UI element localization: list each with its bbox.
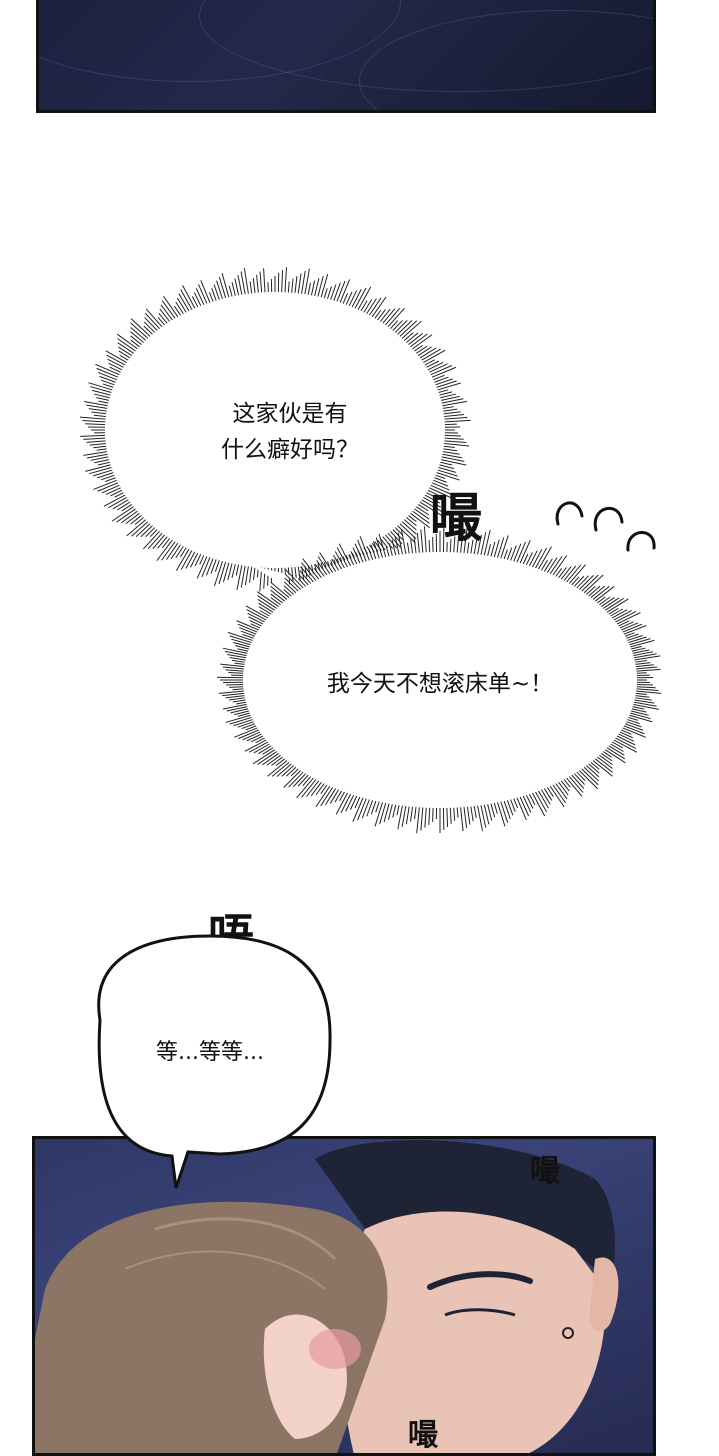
bubble-spike	[447, 808, 448, 827]
bubble-spike	[402, 321, 421, 338]
bubble-spike	[637, 673, 647, 674]
bubble-spike	[445, 435, 461, 436]
bubble-spike	[637, 684, 653, 685]
swirl-lines-icon	[548, 490, 668, 570]
top-comic-panel	[36, 0, 656, 113]
thought-bubble-1-text: 这家伙是有 什么癖好吗？	[180, 396, 400, 468]
bubble-spike	[595, 586, 614, 601]
thought-bubble-2-text: 我今天不想滚床单~！	[290, 666, 590, 702]
sfx-kiss-2: 嘬	[530, 1146, 560, 1190]
bubble-spike	[131, 319, 150, 337]
thought-line-2: 什么癖好吗？	[180, 432, 400, 468]
speech-bubble-text: 等...等等...	[100, 1034, 320, 1066]
sfx-kiss-1: 嘬	[430, 476, 482, 551]
thought-line-1: 这家伙是有	[180, 396, 400, 432]
bubble-spike	[127, 520, 146, 536]
sfx-kiss-3: 嘬	[408, 1410, 438, 1454]
bubble-spike	[226, 684, 243, 685]
